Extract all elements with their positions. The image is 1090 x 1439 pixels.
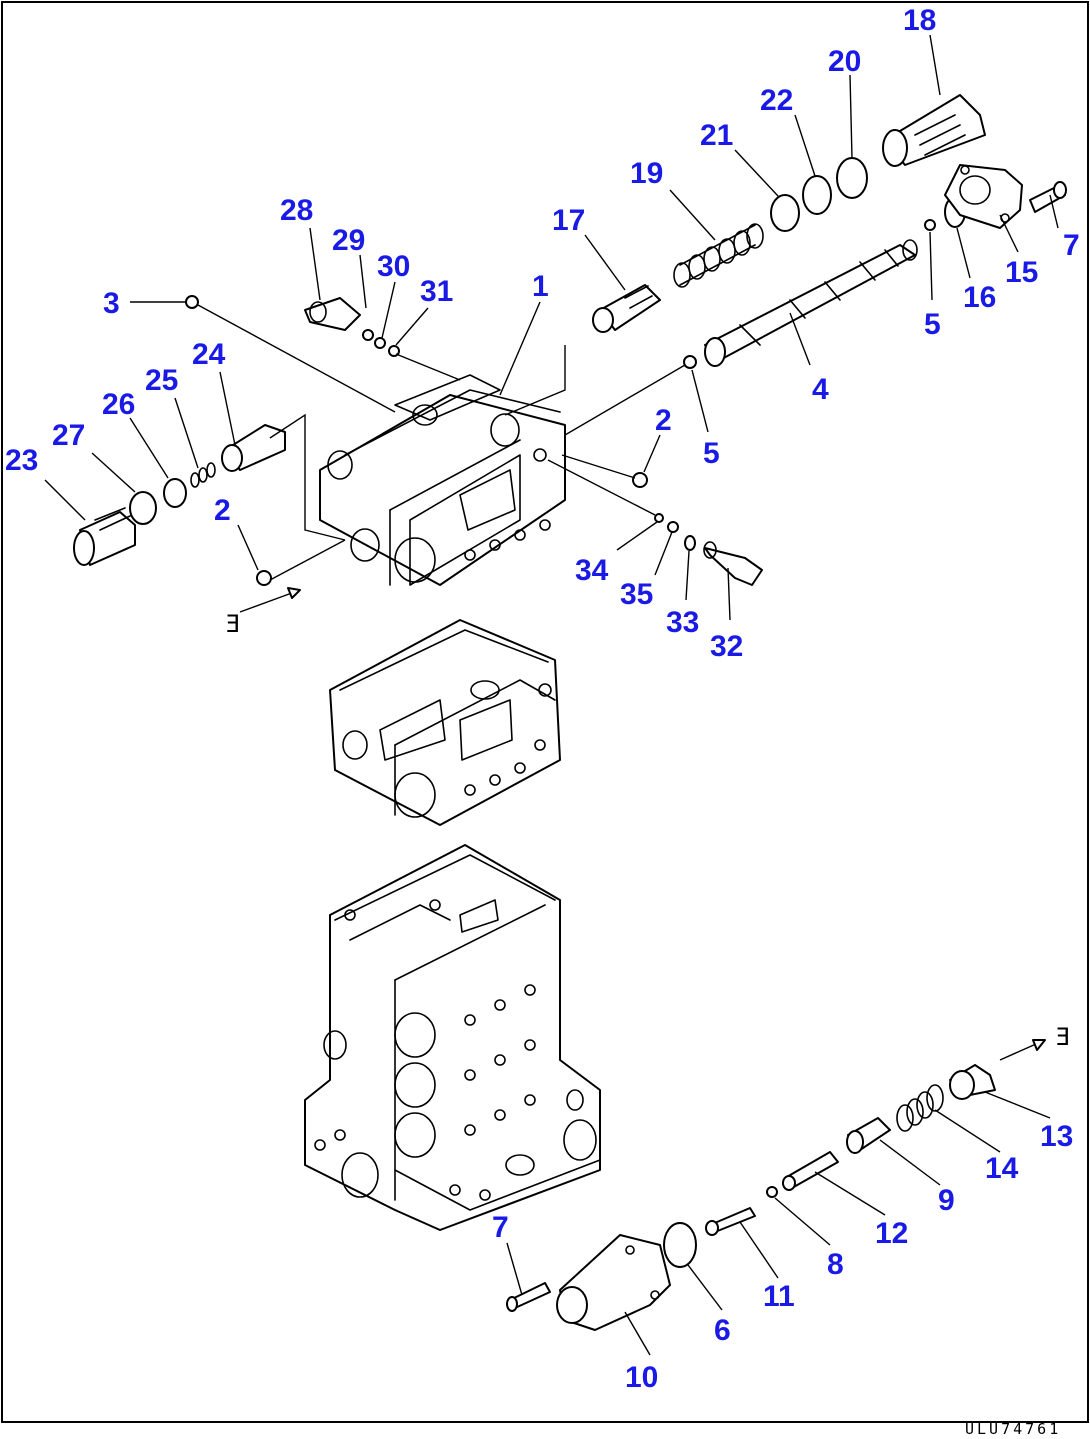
callout-4: 4 bbox=[812, 373, 829, 406]
callout-3: 3 bbox=[103, 287, 120, 320]
part-4-spool bbox=[704, 239, 918, 367]
callout-30: 30 bbox=[377, 250, 410, 283]
part-35-ring bbox=[667, 521, 679, 533]
flow-reference-mark-right: Ǝ bbox=[1055, 1023, 1069, 1051]
part-18-cap bbox=[882, 94, 986, 167]
callout-5-lower: 5 bbox=[703, 437, 720, 470]
part-11-pin bbox=[705, 1207, 756, 1236]
callout-33: 33 bbox=[666, 606, 699, 639]
part-12-pin bbox=[782, 1151, 839, 1191]
callout-13: 13 bbox=[1040, 1120, 1073, 1153]
part-20-ring bbox=[836, 157, 868, 199]
callout-19: 19 bbox=[630, 157, 663, 190]
part-6-oring bbox=[663, 1222, 697, 1268]
part-28-plug bbox=[304, 297, 361, 331]
assembly-lines bbox=[197, 304, 1046, 1061]
callout-31: 31 bbox=[420, 275, 453, 308]
part-5-ring-upper bbox=[924, 219, 936, 231]
part-15-cover bbox=[944, 164, 1023, 229]
callout-5-upper: 5 bbox=[924, 308, 941, 341]
part-27-ring bbox=[129, 491, 157, 525]
part-23-plug bbox=[73, 507, 136, 566]
callout-27: 27 bbox=[52, 419, 85, 452]
callout-12: 12 bbox=[875, 1217, 908, 1250]
part-24-valve bbox=[221, 424, 286, 472]
callout-21: 21 bbox=[700, 119, 733, 152]
part-3-ring bbox=[185, 295, 199, 309]
part-14-spring bbox=[896, 1084, 944, 1132]
part-26-ring bbox=[163, 478, 187, 508]
callout-9: 9 bbox=[938, 1184, 955, 1217]
callout-15: 15 bbox=[1005, 256, 1038, 289]
callout-26: 26 bbox=[102, 388, 135, 421]
part-29-ring bbox=[362, 329, 374, 341]
callout-25: 25 bbox=[145, 364, 178, 397]
part-13-cap bbox=[949, 1064, 996, 1100]
callout-2-right: 2 bbox=[655, 404, 672, 437]
callout-7-upper: 7 bbox=[1063, 229, 1080, 262]
callout-20: 20 bbox=[828, 45, 861, 78]
part-2-plug-left bbox=[256, 570, 272, 586]
part-7-bolt-lower bbox=[506, 1282, 551, 1312]
callout-8: 8 bbox=[827, 1248, 844, 1281]
part-21-ring bbox=[770, 194, 800, 232]
callout-2-left: 2 bbox=[214, 494, 231, 527]
callout-17: 17 bbox=[552, 204, 585, 237]
callout-18: 18 bbox=[903, 4, 936, 37]
part-30-ring bbox=[374, 337, 386, 349]
callout-23: 23 bbox=[5, 444, 38, 477]
callout-22: 22 bbox=[760, 84, 793, 117]
callout-29: 29 bbox=[332, 224, 365, 257]
part-5-ring-lower bbox=[683, 355, 697, 369]
part-32-plug bbox=[703, 541, 763, 586]
part-19-spring bbox=[673, 223, 764, 288]
callout-7-lower: 7 bbox=[492, 1211, 509, 1244]
part-17-retainer bbox=[592, 284, 661, 333]
part-22-ring bbox=[802, 175, 832, 215]
callout-35: 35 bbox=[620, 578, 653, 611]
part-33-ring bbox=[684, 535, 696, 551]
callout-6: 6 bbox=[714, 1314, 731, 1347]
callout-16: 16 bbox=[963, 281, 996, 314]
callout-24: 24 bbox=[192, 338, 226, 371]
drawing-number: ULU74761 bbox=[965, 1420, 1061, 1438]
part-8-ring bbox=[766, 1186, 778, 1198]
part-10-case bbox=[556, 1234, 671, 1331]
part-34-ring bbox=[654, 513, 664, 523]
part-7-bolt-upper bbox=[1029, 181, 1067, 213]
valve-stack-lower bbox=[304, 844, 601, 1231]
part-25-spring bbox=[190, 462, 216, 488]
valve-section-middle bbox=[329, 619, 561, 826]
callout-leaders bbox=[44, 34, 1059, 1356]
part-2-plug-right bbox=[632, 472, 648, 488]
callout-11: 11 bbox=[763, 1280, 795, 1313]
callout-labels: 18 20 22 21 19 17 28 29 30 31 1 3 24 25 … bbox=[5, 4, 1080, 1394]
callout-1: 1 bbox=[532, 270, 549, 303]
callout-10: 10 bbox=[625, 1361, 658, 1394]
callout-28: 28 bbox=[280, 194, 313, 227]
callout-14: 14 bbox=[985, 1152, 1019, 1185]
callout-34: 34 bbox=[575, 554, 609, 587]
flow-reference-mark-left: Ǝ bbox=[225, 610, 239, 638]
part-9-piston bbox=[846, 1117, 891, 1154]
callout-32: 32 bbox=[710, 630, 743, 663]
valve-section-body bbox=[319, 374, 566, 586]
